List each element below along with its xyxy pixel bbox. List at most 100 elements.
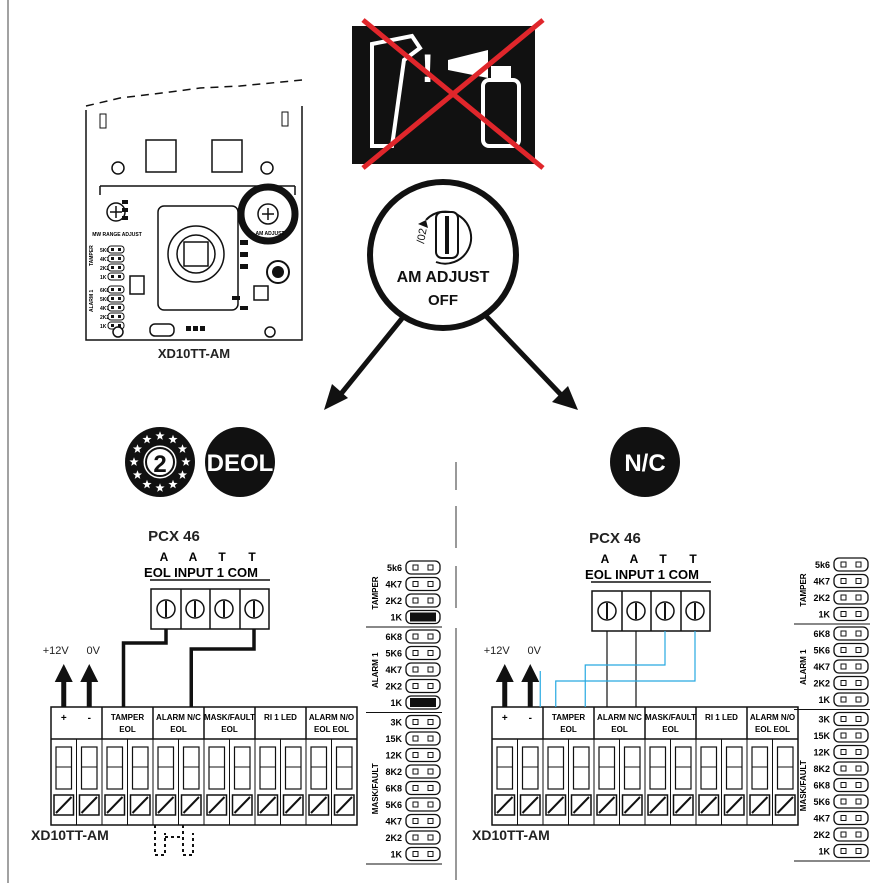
jumper-pin (840, 798, 847, 805)
jumper-value: 6K8 (813, 781, 830, 791)
jumper-pin (855, 765, 862, 772)
terminal-slot (310, 746, 328, 790)
term-group-sublabel: EOL EOL (314, 725, 349, 734)
jumper-value: 2K2 (813, 679, 830, 689)
jumper-value: 2K2 (813, 593, 830, 603)
jumper-socket (833, 827, 869, 842)
jumper-socket (833, 606, 869, 622)
pcb-alarm-label: ALARM 1 (89, 290, 95, 312)
screw-slot (649, 796, 667, 814)
jumper-pin (427, 666, 434, 673)
jumper-socket (405, 797, 441, 812)
jumper-value: 4K7 (385, 580, 402, 590)
jumper-pin (855, 732, 862, 739)
star-icon (178, 444, 188, 453)
jumper-pin (855, 663, 862, 670)
jumper-socket (833, 744, 869, 760)
deol-badge: DEOL (205, 427, 275, 497)
arrowhead-up-icon (54, 664, 73, 682)
term-plus-label: + (61, 713, 67, 724)
nc-label: N/C (624, 450, 665, 477)
jumper-pin (840, 630, 847, 637)
jumper-socket (833, 810, 869, 826)
jumper-pin (427, 581, 434, 587)
pcb-mw-label: MW RANGE ADJUST (92, 232, 142, 238)
screw-slot (700, 796, 718, 814)
jumper-value: 3K (390, 718, 402, 728)
arrowhead-left (324, 384, 348, 410)
jumper-value: 5k6 (387, 563, 402, 573)
terminal-slot (623, 746, 641, 790)
jumper-socket (405, 629, 441, 644)
jumper-socket (405, 662, 441, 677)
pcb-jumper (107, 285, 125, 294)
jumper-socket (833, 626, 869, 641)
jumper-pin (118, 257, 121, 260)
jumper-pin (855, 716, 862, 722)
term-group-label: ALARM N/C (597, 713, 642, 722)
panel-terminal-letter: T (689, 552, 697, 566)
jumper-pin (111, 275, 114, 278)
term-group-sublabel: EOL EOL (755, 725, 790, 734)
jumper-socket (405, 714, 441, 730)
jumper-pin (118, 275, 121, 278)
jumper-value: 5K6 (813, 646, 830, 656)
jumper-pin (111, 288, 114, 291)
jumper-group-label: MASK/FAULT (799, 760, 808, 811)
jumper-socket (405, 747, 441, 763)
device-label: XD10TT-AM (31, 827, 109, 843)
jumper-group-label: TAMPER (799, 573, 808, 606)
jumper-pin (111, 306, 114, 309)
jumper-pin (840, 594, 847, 601)
jumper-socket (833, 711, 869, 727)
screw-slot (233, 796, 251, 814)
jumper-pin (427, 683, 434, 689)
screw-slot (547, 796, 565, 814)
pcb-jumper-value: 4K7 (100, 306, 109, 312)
jumper-value: 2K2 (385, 833, 402, 843)
term-group-label: MASK/FAULT (645, 713, 696, 722)
star-icon (178, 470, 188, 479)
jumper-pin (840, 765, 847, 772)
term-group-label: RI 1 LED (705, 713, 738, 722)
jumper-pin (840, 732, 847, 739)
arrowhead-up-icon (495, 664, 514, 682)
screw-slot (598, 796, 616, 814)
jumper-pin (855, 594, 862, 601)
jumper-pin (427, 564, 434, 571)
screw-slot (284, 796, 302, 814)
pcb-jumper (107, 254, 125, 263)
jumper-socket (405, 678, 441, 694)
jumper-socket (833, 573, 869, 589)
screw-slot (80, 796, 98, 814)
am-adjust-callout: /02 AM ADJUST OFF (367, 179, 519, 331)
screw-slot (725, 796, 743, 814)
jumper-pin (840, 680, 847, 686)
terminal-slot (521, 746, 539, 790)
star-icon (155, 483, 165, 492)
terminal-slot (496, 746, 514, 790)
star-icon (155, 431, 165, 440)
jumper-socket (405, 764, 441, 779)
jumper-pin (412, 851, 419, 857)
jumper-pin (840, 696, 847, 703)
arrow-to-deol (334, 314, 406, 402)
terminal-slot (106, 746, 124, 790)
terminal-slot (80, 746, 98, 790)
pcb-jumper-value: 1K (100, 275, 107, 281)
nc-badge: N/C (610, 427, 680, 497)
svg-text:!: ! (421, 47, 434, 91)
power-label: +12V (484, 645, 511, 657)
screw-slot (751, 796, 769, 814)
term-minus-label: - (529, 713, 532, 724)
jumper-pin (427, 834, 434, 841)
jumper-socket (405, 780, 441, 796)
screw-slot (496, 796, 514, 814)
jumper-value: 1K (818, 847, 830, 857)
jumper-pin (118, 315, 121, 318)
jumper-pin (412, 581, 419, 587)
